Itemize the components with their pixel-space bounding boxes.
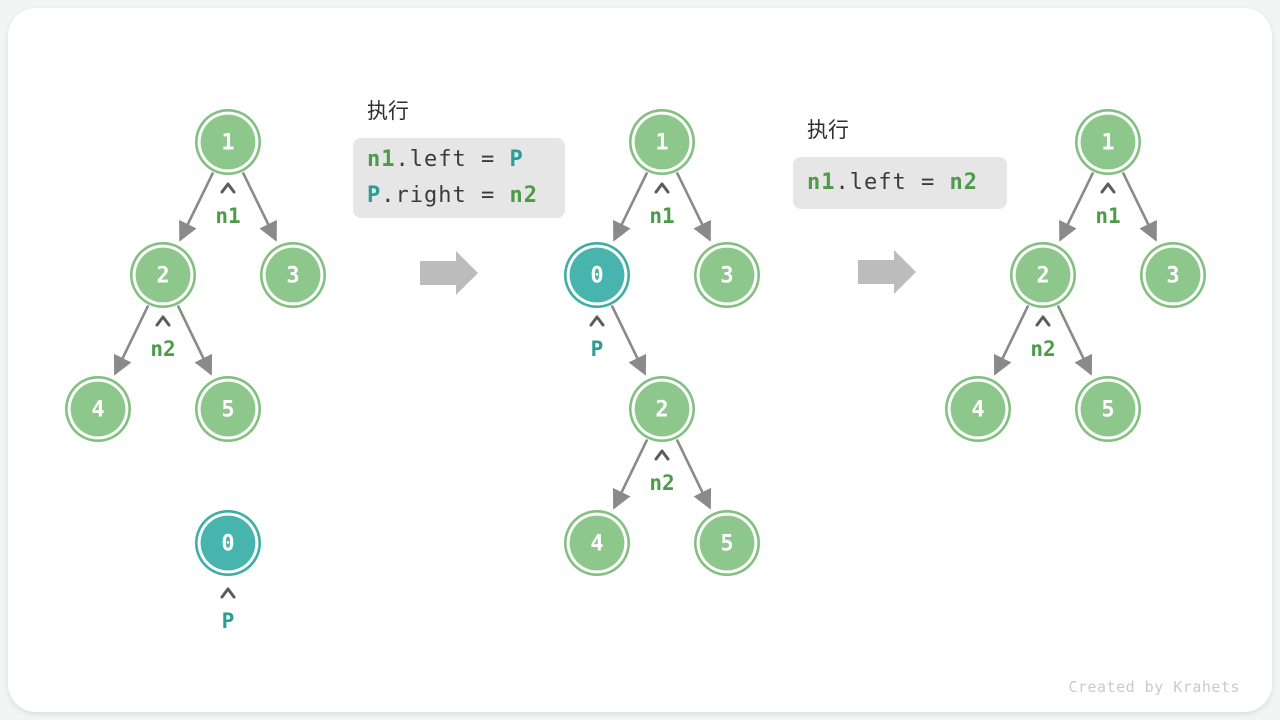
tree-node-0: 0 bbox=[564, 242, 630, 308]
execute-title: 执行 bbox=[807, 118, 849, 142]
tree-edge bbox=[613, 172, 648, 242]
tree-node-4: 4 bbox=[945, 376, 1011, 442]
tree-edge bbox=[113, 305, 150, 376]
code-token: .left = bbox=[395, 147, 510, 172]
node-value: 2 bbox=[655, 398, 668, 423]
pointer-label-P: P bbox=[222, 609, 235, 633]
pointer-caret bbox=[1035, 315, 1051, 327]
pointer-label-n1: n1 bbox=[649, 204, 674, 228]
execute-title: 执行 bbox=[367, 99, 409, 123]
node-value: 5 bbox=[221, 398, 234, 423]
transition-arrow bbox=[420, 251, 478, 295]
tree-edge bbox=[610, 305, 647, 376]
node-value: 0 bbox=[221, 532, 234, 557]
node-value: 3 bbox=[286, 264, 299, 289]
pointer-caret bbox=[589, 315, 605, 327]
node-value: 5 bbox=[720, 532, 733, 557]
pointer-caret bbox=[654, 449, 670, 461]
code-token: .left = bbox=[835, 170, 950, 195]
tree-node-2: 2 bbox=[629, 376, 695, 442]
tree-edge bbox=[1059, 172, 1094, 242]
tree-node-3: 3 bbox=[1140, 242, 1206, 308]
tree-before: 1 2 3 4 5 0 n1 n2P bbox=[65, 109, 326, 633]
node-value: 3 bbox=[720, 264, 733, 289]
node-value: 4 bbox=[91, 398, 104, 423]
watermark-credit: Created by Krahets bbox=[1068, 678, 1240, 696]
code-line: P.right = n2 bbox=[367, 178, 551, 214]
node-value: 2 bbox=[156, 264, 169, 289]
node-value: 1 bbox=[655, 131, 668, 156]
node-value: 4 bbox=[590, 532, 603, 557]
code-token: P bbox=[367, 183, 382, 208]
tree-node-4: 4 bbox=[564, 510, 630, 576]
tree-node-1: 1 bbox=[195, 109, 261, 175]
tree-node-2: 2 bbox=[130, 242, 196, 308]
tree-node-3: 3 bbox=[694, 242, 760, 308]
pointer-label-n2: n2 bbox=[649, 471, 674, 495]
code-token: n2 bbox=[509, 183, 538, 208]
code-line: n1.left = n2 bbox=[807, 165, 993, 201]
tree-edge bbox=[1056, 305, 1093, 376]
code-snippet-2: n1.left = n2 bbox=[793, 157, 1007, 209]
pointer-label-n2: n2 bbox=[1030, 337, 1055, 361]
tree-edge bbox=[242, 172, 277, 242]
pointer-caret bbox=[1100, 182, 1116, 194]
node-value: 3 bbox=[1166, 264, 1179, 289]
code-token: n2 bbox=[949, 170, 978, 195]
node-value: 5 bbox=[1101, 398, 1114, 423]
tree-node-4: 4 bbox=[65, 376, 131, 442]
pointer-caret bbox=[654, 182, 670, 194]
pointer-caret bbox=[220, 182, 236, 194]
tree-edge bbox=[612, 439, 649, 510]
code-token: n1 bbox=[807, 170, 836, 195]
tree-edge bbox=[993, 305, 1030, 376]
node-value: 0 bbox=[590, 264, 603, 289]
tree-edge bbox=[675, 439, 712, 510]
transition-arrow bbox=[858, 250, 916, 294]
tree-after: 1 2 3 4 5 n1 n2 bbox=[945, 109, 1206, 442]
tree-node-5: 5 bbox=[694, 510, 760, 576]
tree-node-0: 0 bbox=[195, 510, 261, 576]
pointer-caret bbox=[220, 587, 236, 599]
tree-edge bbox=[179, 172, 214, 242]
code-line: n1.left = P bbox=[367, 142, 551, 178]
tree-edge bbox=[176, 305, 213, 376]
tree-node-3: 3 bbox=[260, 242, 326, 308]
pointer-label-n1: n1 bbox=[215, 204, 240, 228]
tree-node-5: 5 bbox=[1075, 376, 1141, 442]
node-value: 1 bbox=[1101, 131, 1114, 156]
tree-edge bbox=[676, 172, 711, 242]
pointer-label-n1: n1 bbox=[1095, 204, 1120, 228]
code-token: n1 bbox=[367, 147, 396, 172]
node-value: 4 bbox=[971, 398, 984, 423]
pointer-caret bbox=[155, 315, 171, 327]
pointer-label-P: P bbox=[591, 337, 604, 361]
code-token: P bbox=[509, 147, 524, 172]
tree-node-1: 1 bbox=[629, 109, 695, 175]
tree-edge bbox=[1122, 172, 1157, 242]
tree-node-1: 1 bbox=[1075, 109, 1141, 175]
node-value: 1 bbox=[221, 131, 234, 156]
code-token: .right = bbox=[381, 183, 510, 208]
node-value: 2 bbox=[1036, 264, 1049, 289]
tree-node-5: 5 bbox=[195, 376, 261, 442]
tree-node-2: 2 bbox=[1010, 242, 1076, 308]
pointer-label-n2: n2 bbox=[150, 337, 175, 361]
code-panel-2: 执行 n1.left = n2 bbox=[793, 116, 1007, 209]
